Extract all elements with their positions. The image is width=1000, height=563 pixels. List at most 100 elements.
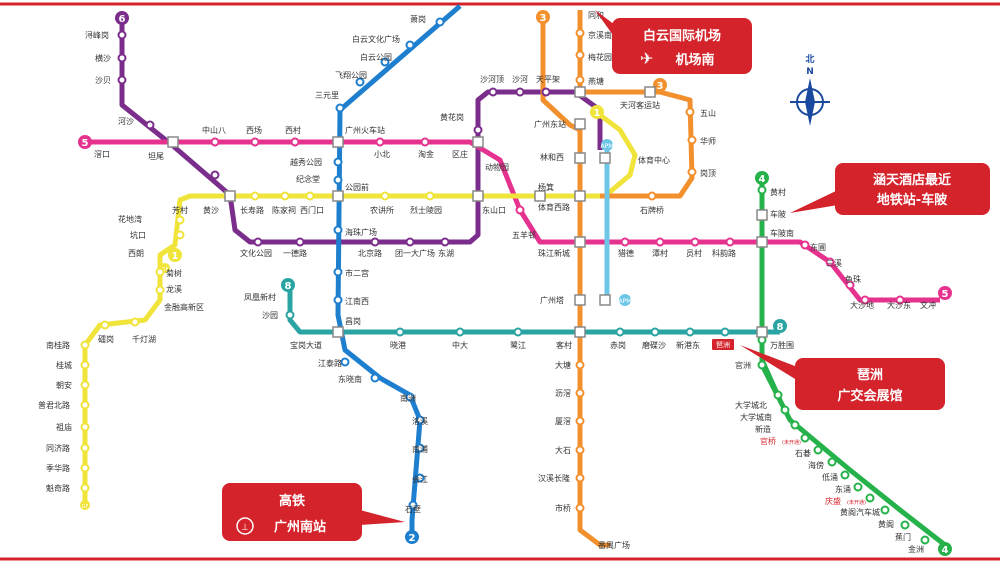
svg-text:天平架: 天平架 [536, 75, 560, 84]
svg-text:4: 4 [759, 174, 766, 185]
svg-text:区庄: 区庄 [452, 149, 468, 159]
svg-text:(未开通): (未开通) [847, 499, 866, 506]
svg-text:河沙: 河沙 [118, 116, 134, 126]
svg-text:高铁: 高铁 [279, 493, 305, 509]
svg-text:黄村: 黄村 [770, 187, 786, 197]
svg-text:晓港: 晓港 [390, 340, 406, 350]
svg-text:白云文化广场: 白云文化广场 [352, 34, 400, 44]
svg-text:市桥: 市桥 [555, 503, 571, 513]
svg-text:4: 4 [942, 545, 949, 556]
svg-text:体育中心: 体育中心 [638, 155, 670, 165]
svg-text:潭村: 潭村 [652, 248, 668, 258]
svg-text:客村: 客村 [556, 340, 572, 350]
svg-text:官桥: 官桥 [760, 436, 776, 446]
svg-text:宝岗大道: 宝岗大道 [290, 340, 322, 350]
svg-text:沥滘: 沥滘 [555, 389, 571, 398]
pazhou-tag: 琶洲 [712, 339, 734, 350]
svg-text:新港东: 新港东 [676, 340, 700, 350]
line-8 [287, 290, 780, 335]
compass-icon: 北 N [790, 53, 830, 126]
svg-text:白云国际机场: 白云国际机场 [643, 28, 721, 44]
svg-text:体育西路: 体育西路 [538, 202, 570, 212]
svg-text:一德路: 一德路 [283, 248, 307, 258]
line-3 [540, 10, 695, 548]
svg-text:8: 8 [285, 281, 292, 292]
line-5 [85, 139, 940, 303]
svg-text:文化公园: 文化公园 [240, 248, 272, 258]
svg-text:大学城北: 大学城北 [735, 400, 767, 410]
svg-text:沙河: 沙河 [512, 74, 528, 84]
svg-text:普君北路: 普君北路 [38, 400, 70, 410]
svg-text:黄花岗: 黄花岗 [440, 112, 464, 122]
svg-text:中山八: 中山八 [202, 125, 226, 135]
svg-text:五山: 五山 [700, 108, 716, 118]
svg-text:金洲: 金洲 [908, 544, 924, 554]
svg-text:同济路: 同济路 [46, 443, 70, 453]
svg-text:洛溪: 洛溪 [412, 416, 428, 426]
svg-text:东圃: 东圃 [810, 242, 826, 252]
station-labels: 浔峰岗 横沙 沙贝 河沙 滘口 坦尾 中山八 西场 西村 广州火车站 小北 淘金… [38, 11, 936, 554]
svg-text:石牌桥: 石牌桥 [640, 205, 664, 215]
svg-text:西场: 西场 [246, 126, 262, 135]
svg-text:横沙: 横沙 [95, 53, 111, 63]
svg-text:三溪: 三溪 [826, 258, 842, 268]
svg-text:季华路: 季华路 [46, 463, 70, 473]
svg-text:黄沙: 黄沙 [203, 205, 219, 215]
svg-text:长寿路: 长寿路 [240, 205, 264, 215]
svg-text:市二宫: 市二宫 [345, 268, 369, 278]
svg-text:林和西: 林和西 [540, 152, 564, 162]
svg-text:猎德: 猎德 [618, 248, 634, 258]
svg-text:珠江新城: 珠江新城 [538, 248, 570, 258]
svg-text:石碁: 石碁 [795, 448, 811, 458]
svg-text:涵天酒店最近: 涵天酒店最近 [873, 172, 951, 188]
callout-chebei: 涵天酒店最近 地铁站-车陂 [790, 163, 990, 215]
svg-text:员村: 员村 [686, 248, 702, 258]
svg-text:礌岗: 礌岗 [98, 335, 114, 344]
station-dots [80, 17, 930, 545]
svg-text:西村: 西村 [285, 125, 301, 135]
svg-text:广州塔: 广州塔 [540, 295, 564, 305]
svg-text:地铁站-车陂: 地铁站-车陂 [877, 192, 948, 208]
svg-text:北京路: 北京路 [358, 248, 382, 258]
svg-text:大石: 大石 [555, 445, 571, 455]
svg-text:陈家祠: 陈家祠 [272, 205, 296, 215]
svg-text:庆盛: 庆盛 [825, 496, 841, 506]
svg-text:东涌: 东涌 [835, 484, 851, 494]
svg-text:岗顶: 岗顶 [700, 169, 716, 178]
svg-text:烈士陵园: 烈士陵园 [410, 205, 442, 215]
svg-text:车陂南: 车陂南 [770, 228, 794, 238]
line-badges: 6 5 1 8 3 3 1 4 5 8 2 4 APM APM GF GF [78, 10, 952, 556]
svg-text:坦尾: 坦尾 [148, 152, 164, 161]
svg-text:东晓南: 东晓南 [338, 374, 362, 384]
svg-text:越秀公园: 越秀公园 [290, 157, 322, 167]
svg-text:南浦: 南浦 [412, 444, 428, 454]
svg-text:海珠广场: 海珠广场 [345, 227, 377, 237]
svg-text:千灯湖: 千灯湖 [132, 334, 156, 344]
svg-text:公园前: 公园前 [345, 182, 369, 192]
svg-text:同和: 同和 [588, 11, 604, 20]
svg-text:鱼珠: 鱼珠 [845, 274, 861, 284]
svg-text:黄阁: 黄阁 [878, 519, 894, 529]
svg-text:赤岗: 赤岗 [610, 341, 626, 350]
svg-text:梅花园: 梅花园 [588, 52, 612, 62]
svg-text:华师: 华师 [700, 136, 716, 146]
svg-text:滘口: 滘口 [94, 150, 110, 159]
svg-text:沙贝: 沙贝 [95, 76, 111, 85]
svg-text:五羊邨: 五羊邨 [512, 230, 536, 240]
svg-text:3: 3 [657, 81, 664, 92]
svg-text:江泰路: 江泰路 [318, 358, 342, 368]
svg-text:飞翔公园: 飞翔公园 [335, 70, 367, 80]
svg-text:磨碟沙: 磨碟沙 [642, 340, 666, 350]
svg-text:朝安: 朝安 [56, 380, 72, 390]
svg-text:南桂路: 南桂路 [46, 340, 70, 350]
svg-text:淘金: 淘金 [418, 149, 434, 159]
svg-text:祖庙: 祖庙 [56, 422, 72, 432]
svg-text:低涌: 低涌 [822, 472, 838, 482]
svg-text:8: 8 [777, 322, 784, 333]
svg-text:厦滘: 厦滘 [555, 417, 571, 426]
svg-text:琶洲: 琶洲 [857, 367, 883, 383]
svg-text:东山口: 东山口 [482, 205, 506, 215]
svg-text:西朗: 西朗 [128, 248, 144, 258]
line-1 [82, 113, 638, 505]
